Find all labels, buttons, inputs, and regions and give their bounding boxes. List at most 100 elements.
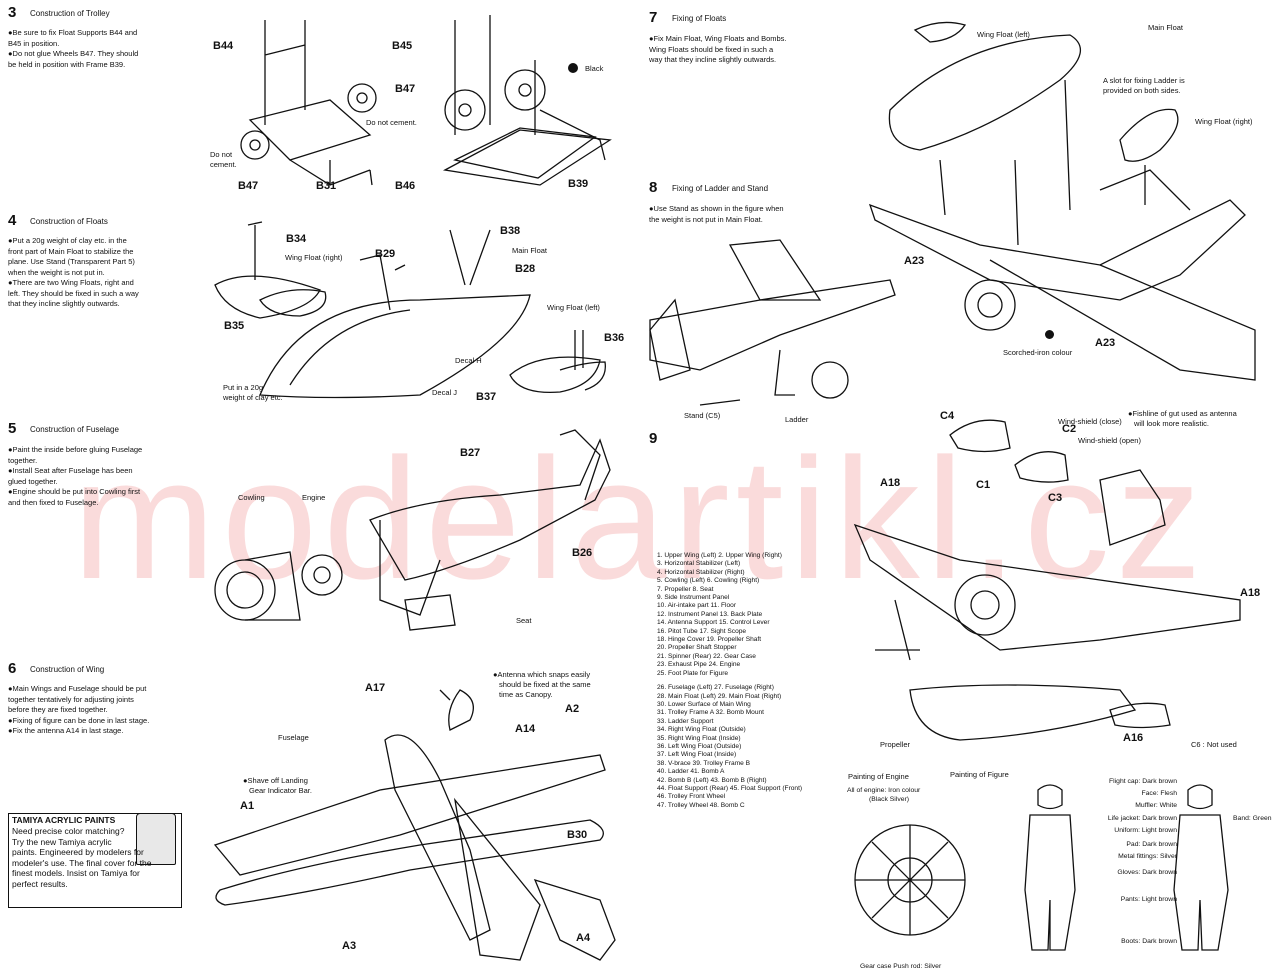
label-a18-right: A18 [1240,587,1261,599]
label-clay-2: weight of clay etc. [223,393,283,402]
parts-list-line: 42. Bomb B (Left) 43. Bomb B (Right) [657,776,767,784]
parts-list-line: 1. Upper Wing (Left) 2. Upper Wing (Righ… [657,552,782,559]
parts-list-line: 40. Ladder 41. Bomb A [657,768,725,776]
fuselage-drawing [369,438,611,581]
label-shave-1: ●Shave off Landing [243,776,308,785]
figure-paint-item: Gloves: Dark brown [1117,869,1177,877]
parts-list-line: 14. Antenna Support 15. Control Lever [657,619,770,627]
label-fishline-2: will look more realistic. [1134,419,1210,428]
section-5-line: together. [8,455,38,465]
parts-list-line: 18. Hinge Cover 19. Propeller Shaft [657,636,762,644]
label-c3: C3 [1048,492,1063,504]
label-b29: B29 [375,248,396,260]
section-8-line: the weight is not put in Main Float. [649,214,763,224]
parts-list-line: 26. Fuselage (Left) 27. Fuselage (Right) [657,684,774,692]
section-3-line: B45 in position. [8,38,60,48]
wing-float-right-7 [1119,108,1179,162]
label-engine: Engine [302,493,326,502]
parts-list-line: 3. Horizontal Stabilizer (Left) [657,560,741,568]
label-clay-1: Put in a 20g [223,383,264,392]
label-main-float-7: Main Float [1148,23,1184,32]
figure-paint-item: Uniform: Light brown [1114,826,1177,834]
black-paint-icon [568,63,578,73]
section-3-text: ●Be sure to fix Float Supports B44 and B… [8,28,188,70]
section-5-title: Construction of Fuselage [30,425,119,434]
label-do-not: Do not [210,150,233,159]
label-antenna-1: ●Antenna which snaps easily [493,670,591,679]
label-b34: B34 [286,233,307,245]
tamiya-paints-box [8,813,182,908]
parts-list: 1. Upper Wing (Left) 2. Upper Wing (Righ… [657,552,847,810]
label-slot-2: provided on both sides. [1103,86,1181,95]
engine-paint-note-2: (Black Silver) [869,796,910,803]
label-a3: A3 [342,940,357,952]
label-b30: B30 [567,829,588,841]
label-c2: C2 [1062,423,1077,435]
wing-float-left [509,356,601,394]
parts-list-line: 46. Trolley Front Wheel [657,793,726,801]
label-c1: C1 [976,479,991,491]
figure-paint-item: Metal fittings: Silver [1118,853,1177,861]
label-fuselage: Fuselage [278,733,309,742]
section-5-line: and then fixed to Fuselage. [8,497,99,507]
label-antenna-3: time as Canopy. [499,690,553,699]
parts-list-line: 7. Propeller 8. Seat [657,585,714,593]
label-b28: B28 [515,263,536,275]
parts-list-line: 16. Pitot Tube 17. Sight Scope [657,627,747,635]
section-7-title: Fixing of Floats [672,14,727,23]
section-4-line: ●There are two Wing Floats, right and [8,278,134,287]
tamiya-text: Need precise color matching? Try the new… [12,826,180,889]
label-decal-j: Decal J [432,388,458,397]
section-6-line: ●Fix the antenna A14 in last stage. [8,726,124,735]
label-b37: B37 [476,391,497,403]
parts-list-line: 31. Trolley Frame A 32. Bomb Mount [657,709,765,717]
section-5-line: ●Paint the inside before gluing Fuselage [8,445,143,454]
section-7-line: ●Fix Main Float, Wing Floats and Bombs. [649,34,787,43]
tamiya-line: perfect results. [12,878,68,889]
engine-paint-title: Painting of Engine [848,772,909,781]
parts-list-line: 38. V-brace 39. Trolley Frame B [657,759,751,767]
section-8-line: ●Use Stand as shown in the figure when [649,204,784,213]
label-main-float: Main Float [512,246,548,255]
label-seat: Seat [516,616,532,625]
trolley-frame-left [248,99,372,161]
figure-front [1024,814,1076,951]
label-propeller: Propeller [880,740,911,749]
parts-list-line: 47. Trolley Wheel 48. Bomb C [657,801,745,809]
section-4-line: that they incline slightly outwards. [8,299,120,308]
parts-list-line: 30. Lower Surface of Main Wing [657,700,751,708]
label-b46: B46 [395,180,416,192]
label-wing-float-right: Wing Float (right) [285,253,343,262]
label-b45: B45 [392,40,413,52]
section-6-line: together tentatively for adjusting joint… [8,694,134,704]
figure-back [1173,814,1229,951]
trolley-base-right [442,129,612,186]
figure-paint-item: Life jacket: Dark brown [1107,814,1177,822]
section-3-line: ●Be sure to fix Float Supports B44 and [8,28,138,37]
label-c4: C4 [940,410,955,422]
engine-paint-note-1: All of engine: Iron colour [847,787,921,794]
section-6-title: Construction of Wing [30,665,105,674]
main-float-9 [909,684,1137,741]
section-6-text: ●Main Wings and Fuselage should be put t… [8,684,188,737]
trolley-wheel-left [240,130,270,160]
label-cowling: Cowling [238,493,265,502]
airplane-9 [853,523,1241,651]
parts-list-line: 34. Right Wing Float (Outside) [657,726,746,734]
label-b26: B26 [572,547,593,559]
wing-float-right [214,275,321,319]
label-fishline-1: ●Fishline of gut used as antenna [1128,409,1237,418]
section-4-line: when the weight is not put in. [8,267,105,277]
figure-paint-item: Pants: Light brown [1120,895,1177,903]
main-float-7 [888,34,1082,151]
section-4-text: ●Put a 20g weight of clay etc. in the fr… [8,236,188,310]
label-a1: A1 [240,800,255,812]
cowling-drawing [214,559,276,621]
parts-list-line: 4. Horizontal Stabilizer (Right) [657,568,745,576]
windshield-close [949,419,1011,453]
label-stand: Stand (C5) [684,411,721,420]
tamiya-line: finest models. Insist on Tamiya for [12,868,140,878]
parts-list-line: 35. Right Wing Float (Inside) [657,734,741,742]
section-4-line: ●Put a 20g weight of clay etc. in the [8,236,127,245]
label-a18-left: A18 [880,477,901,489]
